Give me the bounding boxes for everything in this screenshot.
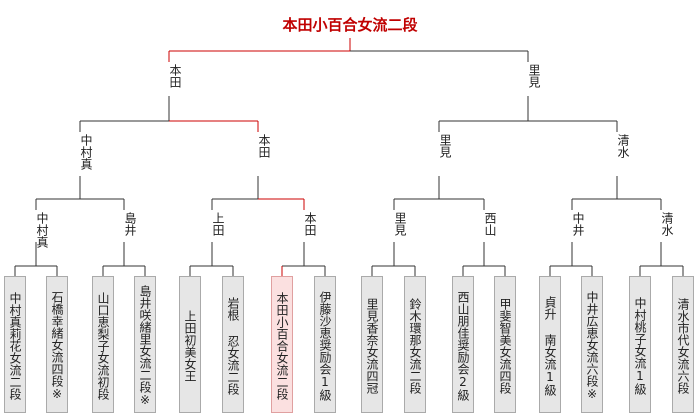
champion-title: 本田小百合女流二段 [282, 16, 418, 34]
quarter-node: 島井 [123, 212, 137, 236]
player-entry: 西山朋佳奨励会2級 [452, 276, 474, 413]
quarter-node: 本田 [303, 212, 317, 236]
quarter-node: 中村真 [35, 212, 49, 248]
quarter-node: 西山 [483, 212, 497, 236]
player-entry: 岩根 忍女流二段 [222, 276, 244, 413]
player-entry: 中村桃子女流1級 [629, 276, 651, 413]
semi-node: 清水 [616, 134, 630, 158]
player-entry: 里見香奈女流四冠 [361, 276, 383, 413]
semi-node: 中村真 [79, 134, 93, 170]
player-entry: 上田初美女王 [179, 276, 201, 413]
player-entry: 石橋幸緒女流四段※ [46, 276, 68, 413]
player-entry: 山口恵梨子女流初段 [92, 276, 114, 413]
final-node: 里見 [527, 64, 541, 88]
player-entry: 中村真莉花女流二段 [4, 276, 26, 413]
player-entry: 甲斐智美女流四段 [494, 276, 516, 413]
player-entry: 伊藤沙恵奨励会1級 [314, 276, 336, 413]
final-node: 本田 [168, 64, 182, 88]
player-entry: 貞升 南女流1級 [539, 276, 561, 413]
quarter-node: 上田 [211, 212, 225, 236]
player-entry: 鈴木環那女流二段 [404, 276, 426, 413]
player-entry: 中井広恵女流六段※ [581, 276, 603, 413]
quarter-node: 中井 [571, 212, 585, 236]
quarter-node: 清水 [660, 212, 674, 236]
player-entry: 本田小百合女流二段 [271, 276, 293, 413]
semi-node: 本田 [257, 134, 271, 158]
quarter-node: 里見 [393, 212, 407, 236]
player-entry: 島井咲緒里女流二段※ [134, 276, 156, 413]
player-entry: 清水市代女流六段 [672, 276, 694, 413]
semi-node: 里見 [438, 134, 452, 158]
